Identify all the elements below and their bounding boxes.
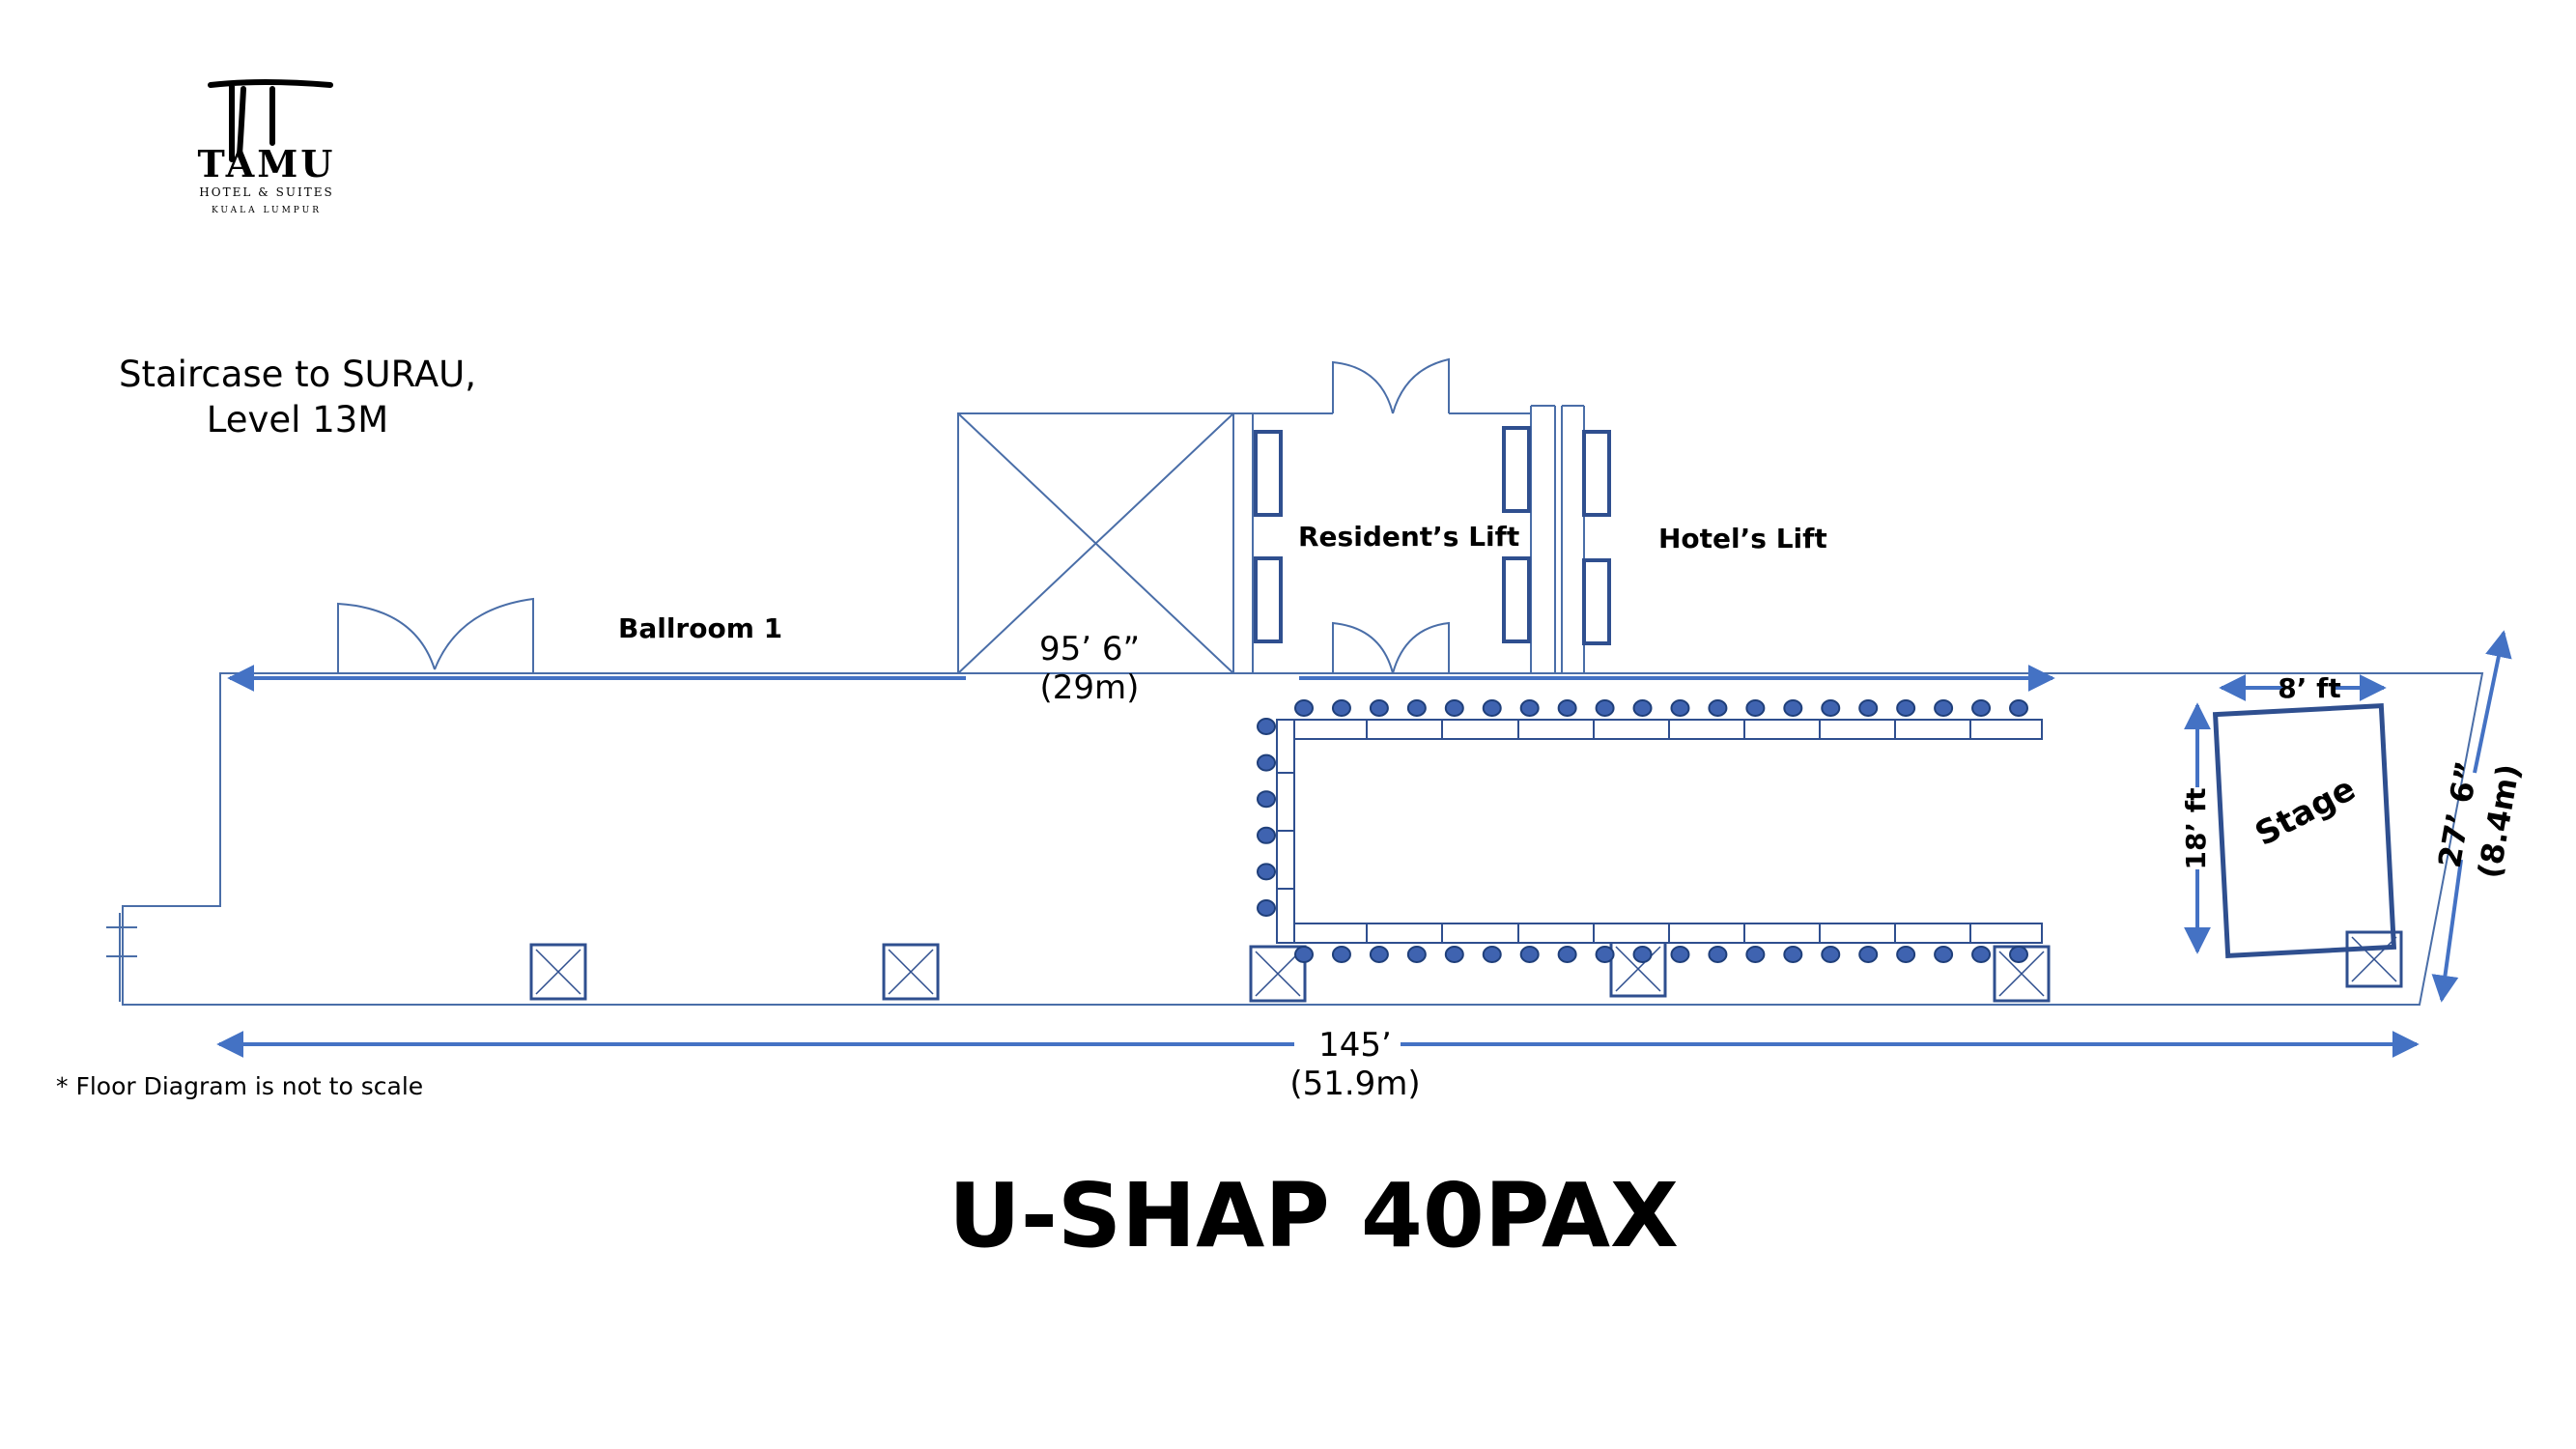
chair-left-3 bbox=[1257, 790, 1276, 809]
chair-left-5 bbox=[1257, 863, 1276, 881]
chair-bottom-7 bbox=[1519, 946, 1540, 963]
ballroom-door-icon bbox=[337, 597, 534, 673]
chair-bottom-4 bbox=[1406, 946, 1427, 963]
u-shape-tables bbox=[1276, 719, 2043, 944]
resident-lift-1 bbox=[1254, 430, 1283, 517]
upper-length-ft: 95’ 6” bbox=[1039, 630, 1140, 668]
chair-bottom-3 bbox=[1369, 946, 1389, 963]
lifts bbox=[1254, 426, 1611, 645]
chair-top-8 bbox=[1557, 699, 1577, 717]
table-bottom-row bbox=[1276, 923, 2043, 944]
chair-bottom-20 bbox=[2009, 946, 2028, 963]
chair-top-7 bbox=[1519, 699, 1540, 717]
chair-left-1 bbox=[1257, 718, 1276, 735]
chair-top-19 bbox=[1971, 699, 1992, 717]
chair-top-1 bbox=[1294, 699, 1314, 717]
outer-wall bbox=[122, 672, 2484, 1006]
hotel-lift-2 bbox=[1582, 558, 1611, 645]
scale-note: * Floor Diagram is not to scale bbox=[56, 1072, 423, 1100]
staircase-level-label: Level 13M bbox=[207, 399, 388, 440]
chair-top-14 bbox=[1783, 699, 1803, 717]
right-depth-arrow-down bbox=[2431, 859, 2463, 1003]
chair-left-2 bbox=[1257, 753, 1276, 772]
ballroom-label: Ballroom 1 bbox=[618, 612, 782, 644]
page-title: U-SHAP 40PAX bbox=[948, 1164, 1679, 1267]
table-joints bbox=[1277, 720, 1971, 943]
logo-location: KUALA LUMPUR bbox=[212, 206, 322, 215]
chair-top-5 bbox=[1444, 699, 1464, 717]
upper-length-m: (29m) bbox=[1040, 668, 1140, 707]
chair-top-4 bbox=[1406, 699, 1427, 717]
chair-bottom-9 bbox=[1595, 946, 1615, 963]
chair-bottom-19 bbox=[1971, 946, 1992, 963]
entrance-marks bbox=[106, 913, 137, 1002]
residents-lift-label: Resident’s Lift bbox=[1298, 521, 1519, 553]
chair-top-2 bbox=[1331, 699, 1351, 717]
chair-top-13 bbox=[1745, 699, 1766, 717]
staircase-label: Staircase to SURAU, bbox=[119, 354, 476, 395]
stage-depth-label: 18’ ft bbox=[2180, 788, 2212, 870]
hotel-lift-1 bbox=[1582, 430, 1611, 517]
chairs bbox=[1257, 699, 2028, 963]
resident-lift-3 bbox=[1502, 426, 1531, 513]
logo-mark-icon bbox=[208, 79, 333, 162]
chair-bottom-14 bbox=[1783, 946, 1803, 963]
chair-bottom-6 bbox=[1482, 946, 1502, 963]
chair-bottom-16 bbox=[1858, 946, 1879, 963]
chair-top-18 bbox=[1934, 699, 1954, 717]
lift-lobby-walls bbox=[1232, 405, 1585, 673]
chair-bottom-13 bbox=[1745, 946, 1766, 963]
stage-label: Stage bbox=[2249, 770, 2362, 854]
lobby-door-top-icon bbox=[1332, 357, 1450, 414]
chair-bottom-2 bbox=[1331, 946, 1351, 963]
chair-top-6 bbox=[1482, 699, 1502, 717]
column-1 bbox=[529, 943, 587, 1001]
chair-top-20 bbox=[2009, 699, 2028, 717]
chair-bottom-15 bbox=[1821, 946, 1841, 963]
chair-left-6 bbox=[1257, 899, 1276, 917]
chair-left-4 bbox=[1257, 826, 1276, 844]
total-length-m: (51.9m) bbox=[1289, 1065, 1420, 1103]
logo-name: TAMU bbox=[198, 142, 336, 185]
total-length-ft: 145’ bbox=[1318, 1026, 1392, 1065]
chair-top-11 bbox=[1670, 699, 1690, 717]
chair-top-17 bbox=[1896, 699, 1916, 717]
chair-top-10 bbox=[1632, 699, 1653, 717]
chair-bottom-18 bbox=[1934, 946, 1954, 963]
stage-width-label: 8’ ft bbox=[2278, 672, 2340, 704]
hotels-lift-label: Hotel’s Lift bbox=[1658, 523, 1827, 554]
chair-bottom-11 bbox=[1670, 946, 1690, 963]
table-top-row bbox=[1276, 719, 2043, 740]
chair-bottom-17 bbox=[1896, 946, 1916, 963]
walls bbox=[106, 357, 2484, 1006]
chair-bottom-12 bbox=[1708, 946, 1728, 963]
chair-bottom-1 bbox=[1294, 946, 1314, 963]
tamu-logo: TAMU HOTEL & SUITES KUALA LUMPUR bbox=[198, 79, 336, 215]
stage bbox=[2212, 703, 2397, 958]
chair-bottom-5 bbox=[1444, 946, 1464, 963]
chair-bottom-8 bbox=[1557, 946, 1577, 963]
chair-bottom-10 bbox=[1632, 946, 1653, 963]
resident-lift-4 bbox=[1502, 556, 1531, 643]
resident-lift-2 bbox=[1254, 556, 1283, 643]
chair-top-3 bbox=[1369, 699, 1389, 717]
logo-subtitle: HOTEL & SUITES bbox=[199, 185, 333, 199]
chair-top-9 bbox=[1595, 699, 1615, 717]
chair-top-15 bbox=[1821, 699, 1841, 717]
right-depth-arrow-up bbox=[2473, 630, 2512, 774]
lobby-door-bottom-icon bbox=[1332, 621, 1450, 674]
chair-top-12 bbox=[1708, 699, 1728, 717]
column-2 bbox=[882, 943, 940, 1001]
dimension-arrows bbox=[216, 630, 2512, 1058]
chair-top-16 bbox=[1858, 699, 1879, 717]
